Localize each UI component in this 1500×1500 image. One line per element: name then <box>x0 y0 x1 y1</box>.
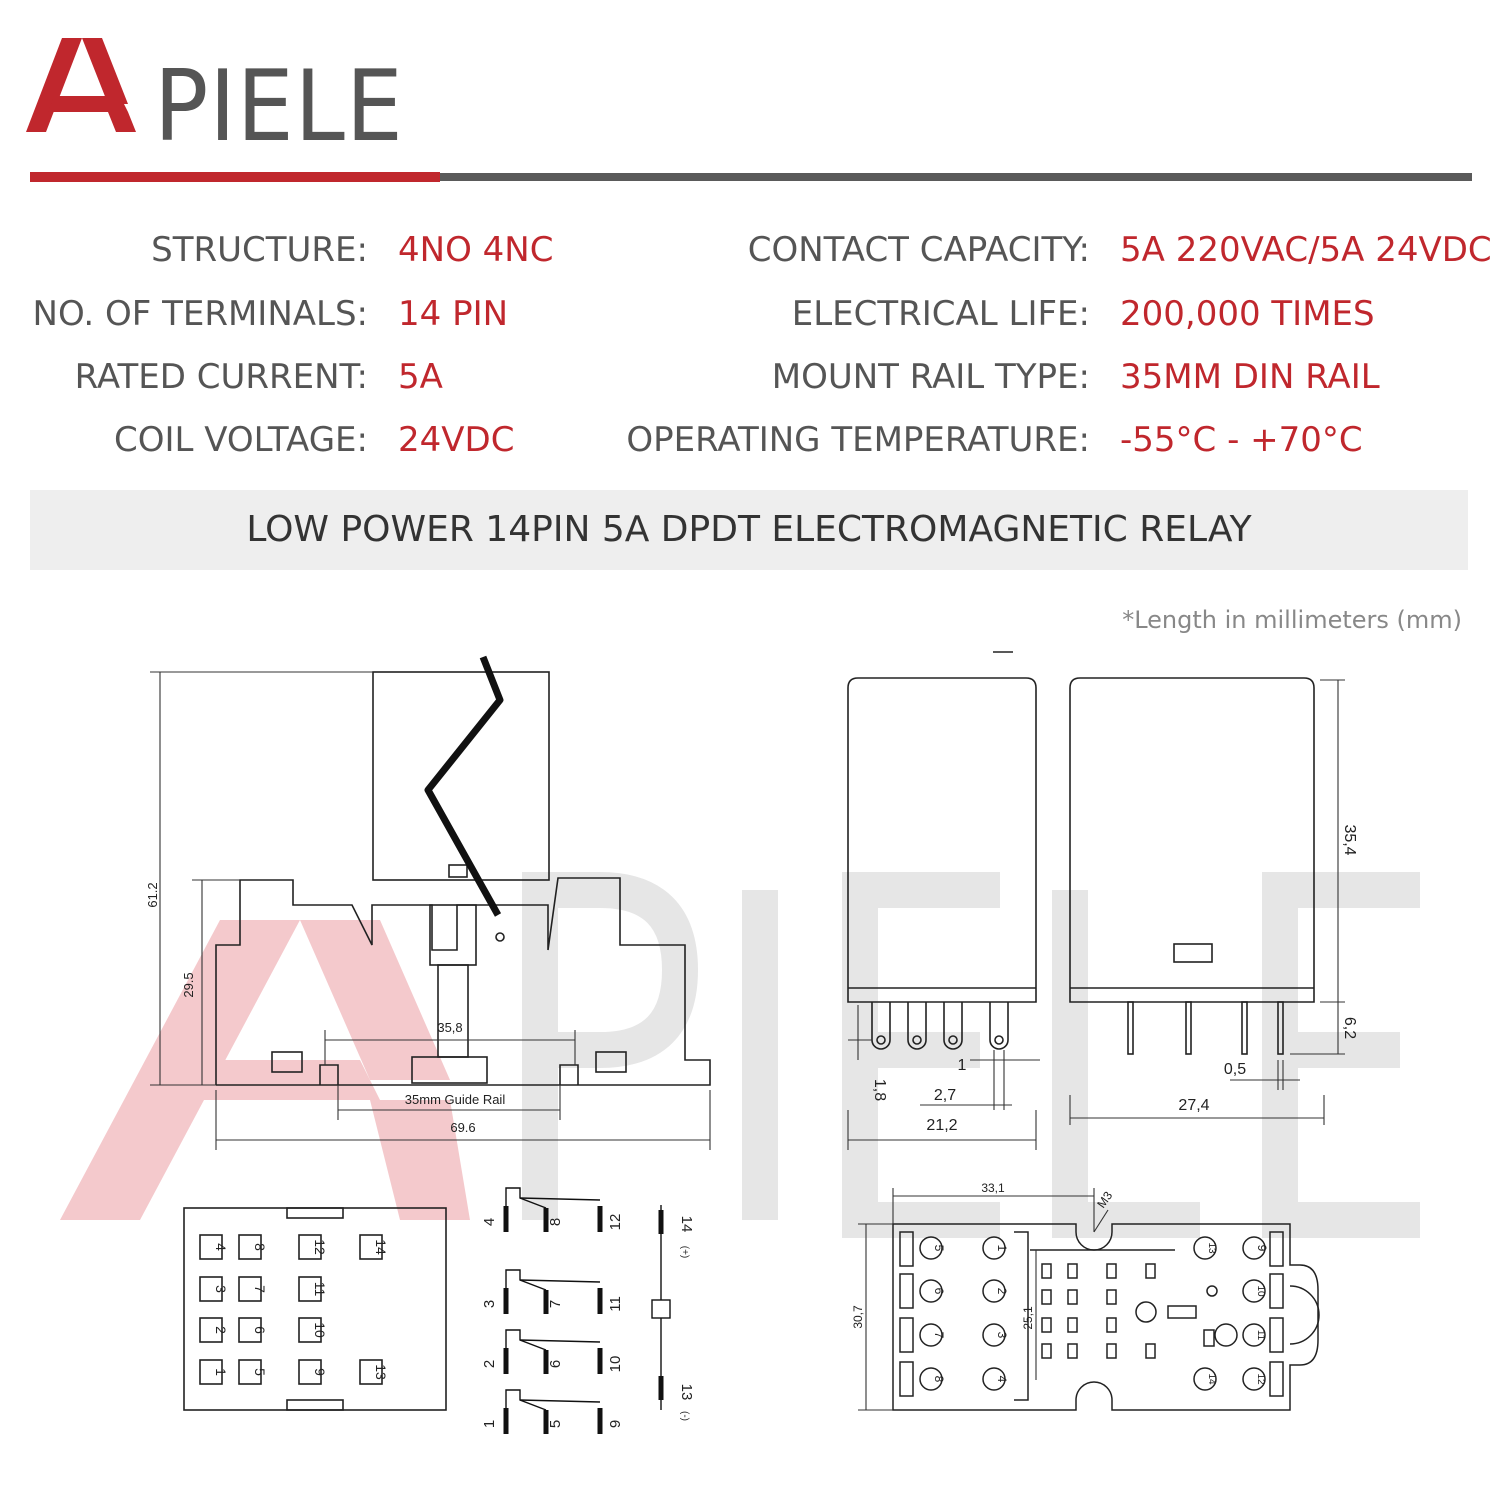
spec-label-structure: STRUCTURE: <box>151 230 368 270</box>
relay-side-view <box>215 671 711 1086</box>
spec-value-operating-temp: -55°C - +70°C <box>1120 420 1363 460</box>
dim-height-base: 29.5 <box>181 972 196 997</box>
spec-label-coil-voltage: COIL VOLTAGE: <box>113 420 368 460</box>
spec-label-rated-current: RATED CURRENT: <box>74 357 368 397</box>
header-accent-bar <box>30 172 440 182</box>
schematic-nc-8: 8 <box>547 1218 564 1226</box>
base-terminal-2: 2 <box>995 1288 1009 1295</box>
dim-rail-inner: 35,8 <box>437 1020 462 1035</box>
spec-value-terminals: 14 PIN <box>398 294 509 334</box>
base-terminal-14: 14 <box>1206 1373 1217 1385</box>
contact-schematic <box>503 1187 671 1434</box>
base-terminal-5: 5 <box>932 1245 946 1252</box>
header-divider <box>440 173 1472 181</box>
brand-mark-icon <box>26 38 136 132</box>
terminal-3: 3 <box>213 1285 229 1293</box>
product-title-banner: LOW POWER 14PIN 5A DPDT ELECTROMAGNETIC … <box>30 490 1468 570</box>
spec-value-contact-capacity: 5A 220VAC/5A 24VDC <box>1120 230 1492 270</box>
base-terminal-7: 7 <box>932 1332 946 1339</box>
dim-pin-spacing: 2,7 <box>934 1087 956 1104</box>
schematic-no-11: 11 <box>607 1296 624 1312</box>
base-terminal-1: 1 <box>995 1245 1009 1252</box>
dim-base-height: 30,7 <box>851 1305 865 1329</box>
spec-value-coil-voltage: 24VDC <box>398 420 515 460</box>
brand-logo: PIELE <box>24 30 404 156</box>
terminal-2: 2 <box>213 1326 229 1334</box>
spec-value-electrical-life: 200,000 TIMES <box>1120 294 1375 334</box>
coil-minus-sign: (-) <box>679 1411 690 1421</box>
side-view-dimensions <box>150 671 711 1150</box>
base-terminal-9: 9 <box>1255 1245 1269 1252</box>
spec-label-mount-rail: MOUNT RAIL TYPE: <box>771 357 1090 397</box>
watermark <box>60 872 1420 1238</box>
base-terminal-12: 12 <box>1255 1373 1266 1385</box>
spec-label-operating-temp: OPERATING TEMPERATURE: <box>626 420 1090 460</box>
schematic-com-3: 3 <box>481 1300 498 1308</box>
base-terminal-4: 4 <box>995 1376 1009 1383</box>
socket-bottom-view <box>183 1207 447 1411</box>
schematic-nc-6: 6 <box>547 1360 564 1368</box>
dim-relay-width: 27,4 <box>1178 1097 1209 1114</box>
socket-base-view <box>892 1223 1320 1411</box>
spec-label-electrical-life: ELECTRICAL LIFE: <box>791 294 1090 334</box>
base-view-dimensions <box>858 1188 1109 1411</box>
base-terminal-11: 11 <box>1255 1330 1266 1341</box>
dim-base-inner: 25,1 <box>1021 1306 1035 1330</box>
schematic-no-10: 10 <box>607 1356 624 1373</box>
schematic-no-9: 9 <box>607 1420 624 1428</box>
dim-hole-distance: 33,1 <box>981 1181 1005 1195</box>
coil-terminal-13: 13 <box>678 1384 695 1401</box>
dim-width-total: 69.6 <box>450 1120 475 1135</box>
dim-rail-label: 35mm Guide Rail <box>405 1092 506 1107</box>
terminal-6: 6 <box>252 1326 268 1334</box>
coil-plus-sign: (+) <box>679 1246 690 1259</box>
schematic-com-4: 4 <box>481 1218 498 1226</box>
spec-label-contact-capacity: CONTACT CAPACITY: <box>747 230 1090 270</box>
brand-name: PIELE <box>154 50 404 164</box>
dim-pin-height: 6,2 <box>1341 1017 1358 1039</box>
retaining-clip <box>424 655 504 917</box>
terminal-11: 11 <box>312 1282 328 1297</box>
dim-pin-offset: 1,8 <box>871 1079 888 1101</box>
base-terminal-13: 13 <box>1206 1242 1217 1254</box>
relay-front-view <box>847 651 1037 1050</box>
base-terminal-3: 3 <box>995 1332 1009 1339</box>
schematic-nc-7: 7 <box>547 1300 564 1308</box>
spec-value-rated-current: 5A <box>398 357 443 397</box>
terminal-5: 5 <box>252 1368 268 1376</box>
base-terminal-10: 10 <box>1255 1285 1266 1297</box>
schematic-nc-5: 5 <box>547 1420 564 1428</box>
spec-value-structure: 4NO 4NC <box>398 230 554 270</box>
units-note: *Length in millimeters (mm) <box>1122 606 1462 634</box>
side-profile-dimensions <box>1069 679 1345 1125</box>
terminal-1: 1 <box>213 1368 229 1376</box>
relay-side-profile <box>1069 677 1315 1055</box>
dim-front-width: 21,2 <box>926 1117 957 1134</box>
front-view-dimensions <box>847 1005 1040 1150</box>
base-terminal-6: 6 <box>932 1288 946 1295</box>
terminal-9: 9 <box>312 1368 328 1376</box>
product-title: LOW POWER 14PIN 5A DPDT ELECTROMAGNETIC … <box>246 509 1252 550</box>
terminal-8: 8 <box>252 1243 268 1251</box>
spec-label-terminals: NO. OF TERMINALS: <box>32 294 368 334</box>
schematic-com-1: 1 <box>481 1420 498 1428</box>
base-terminal-8: 8 <box>932 1376 946 1383</box>
terminal-4: 4 <box>213 1243 229 1251</box>
terminal-14: 14 <box>373 1239 389 1255</box>
spec-value-mount-rail: 35MM DIN RAIL <box>1120 357 1380 397</box>
dim-pin-width: 1 <box>958 1057 967 1074</box>
terminal-7: 7 <box>252 1285 268 1293</box>
terminal-10: 10 <box>312 1322 328 1338</box>
terminal-12: 12 <box>312 1239 328 1255</box>
coil-terminal-14: 14 <box>678 1216 695 1233</box>
dim-relay-height: 35,4 <box>1341 824 1358 855</box>
terminal-13: 13 <box>373 1364 389 1380</box>
schematic-com-2: 2 <box>481 1360 498 1368</box>
dim-pin-thickness: 0,5 <box>1224 1061 1246 1078</box>
dim-height-total: 61.2 <box>145 882 160 907</box>
schematic-no-12: 12 <box>607 1214 624 1231</box>
